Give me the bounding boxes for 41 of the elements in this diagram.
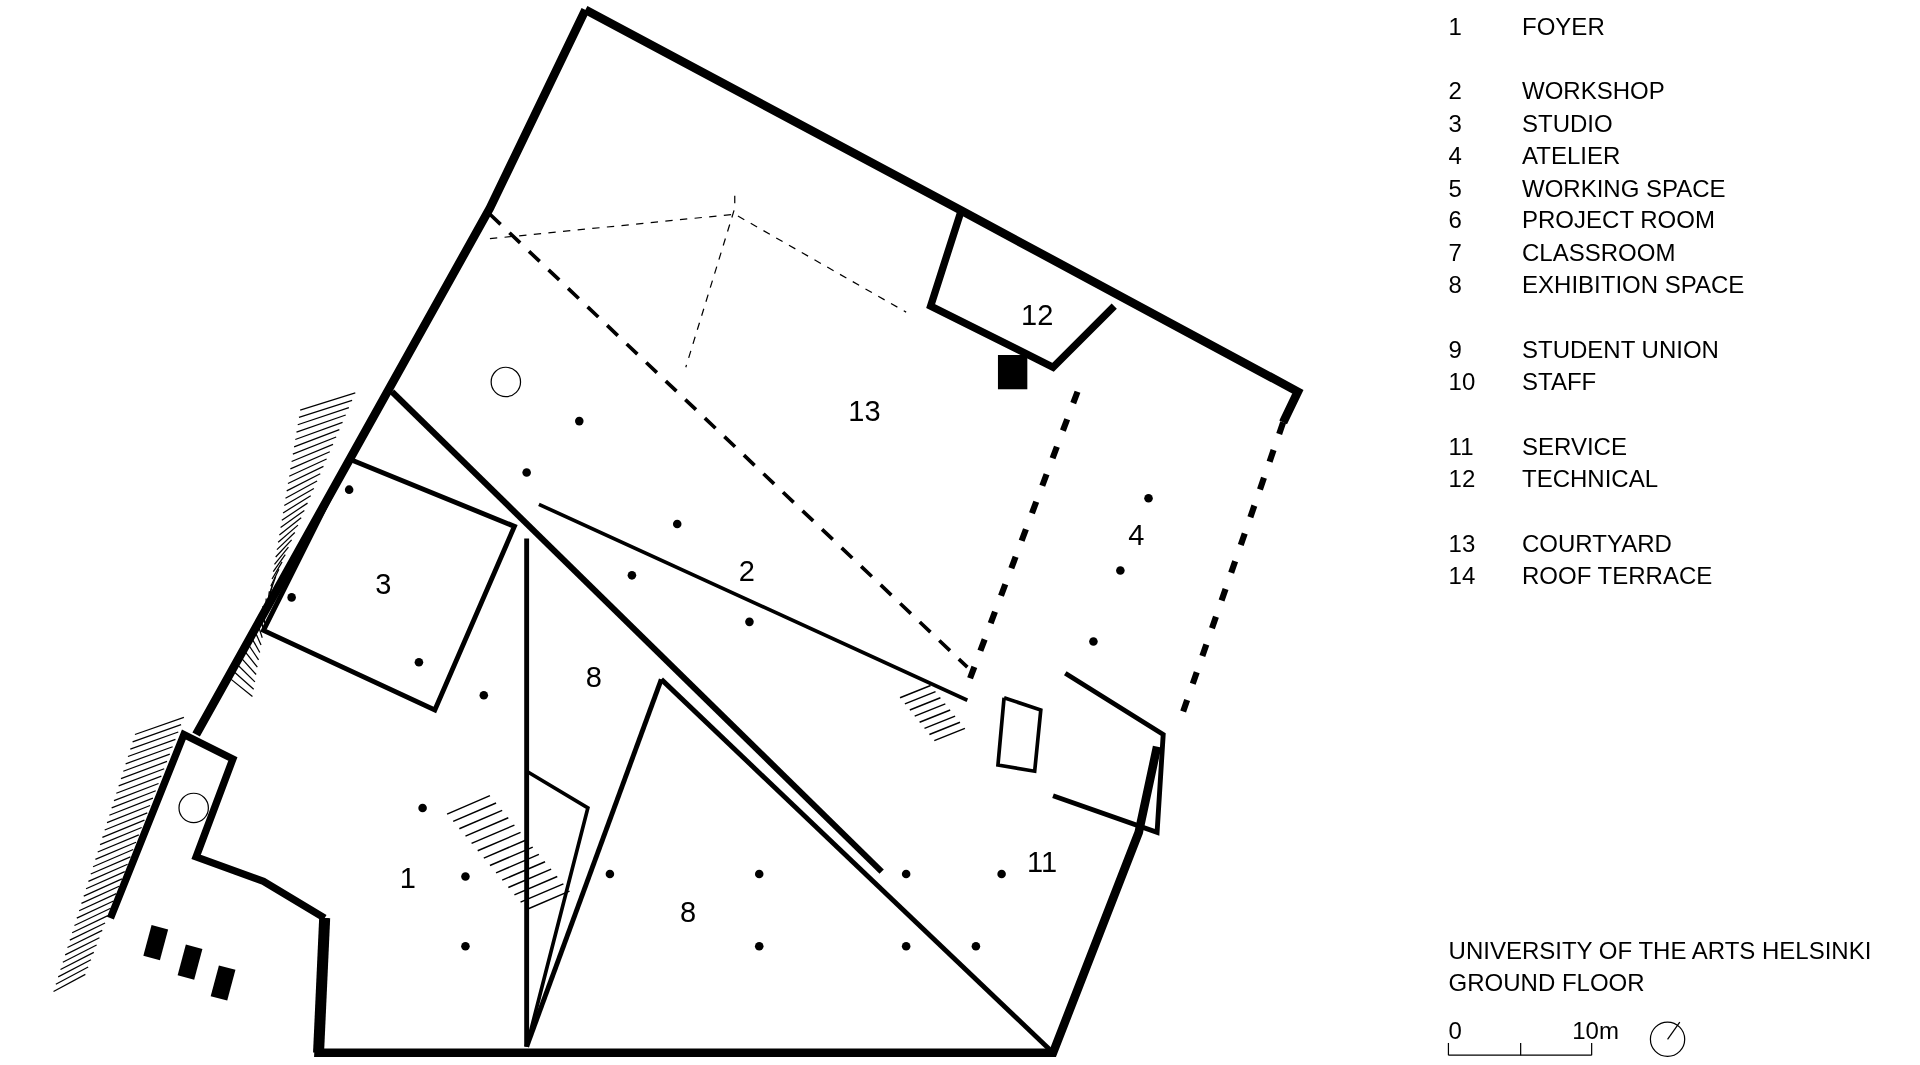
legend-room-name: TECHNICAL: [1522, 466, 1659, 491]
legend-number: 6: [1448, 208, 1462, 233]
room-number: 1: [399, 863, 416, 893]
legend-room-name: ROOF TERRACE: [1522, 563, 1713, 588]
legend-room-name: EXHIBITION SPACE: [1522, 273, 1745, 298]
legend-room-name: ATELIER: [1522, 143, 1621, 168]
legend-room-name: PROJECT ROOM: [1522, 208, 1715, 233]
legend-room-name: FOYER: [1522, 14, 1605, 39]
legend-number: 7: [1448, 241, 1462, 266]
legend-number: 11: [1448, 434, 1474, 459]
room-number: 8: [585, 662, 602, 692]
legend-number: 13: [1448, 531, 1476, 556]
legend-number: 9: [1448, 338, 1462, 363]
plan-title: UNIVERSITY OF THE ARTS HELSINKI: [1448, 939, 1872, 964]
plan-title: GROUND FLOOR: [1448, 971, 1645, 996]
legend-room-name: STUDENT UNION: [1522, 338, 1719, 363]
legend-room-name: CLASSROOM: [1522, 241, 1676, 266]
legend-number: 12: [1448, 466, 1476, 491]
room-number: 4: [1128, 520, 1145, 550]
room-number: 3: [375, 569, 392, 599]
legend-number: 2: [1448, 78, 1462, 103]
legend-room-name: WORKING SPACE: [1522, 176, 1726, 201]
legend-number: 1: [1448, 14, 1462, 39]
legend-number: 5: [1448, 176, 1462, 201]
room-number: 8: [680, 897, 697, 927]
legend-room-name: STAFF: [1522, 370, 1597, 395]
legend-number: 3: [1448, 111, 1462, 136]
scale-label: 0: [1448, 1019, 1462, 1043]
legend-number: 10: [1448, 370, 1476, 395]
legend-room-name: WORKSHOP: [1522, 78, 1665, 103]
legend-room-name: STUDIO: [1522, 111, 1613, 136]
room-number: 11: [1027, 847, 1058, 877]
room-number: 13: [848, 396, 881, 426]
room-number: 12: [1021, 300, 1054, 330]
legend-room-name: SERVICE: [1522, 434, 1627, 459]
legend-room-name: COURTYARD: [1522, 531, 1672, 556]
legend-number: 4: [1448, 143, 1462, 168]
scale-label: 10m: [1572, 1019, 1619, 1043]
legend-number: 14: [1448, 563, 1476, 588]
legend-number: 8: [1448, 273, 1462, 298]
room-number: 2: [738, 556, 755, 586]
